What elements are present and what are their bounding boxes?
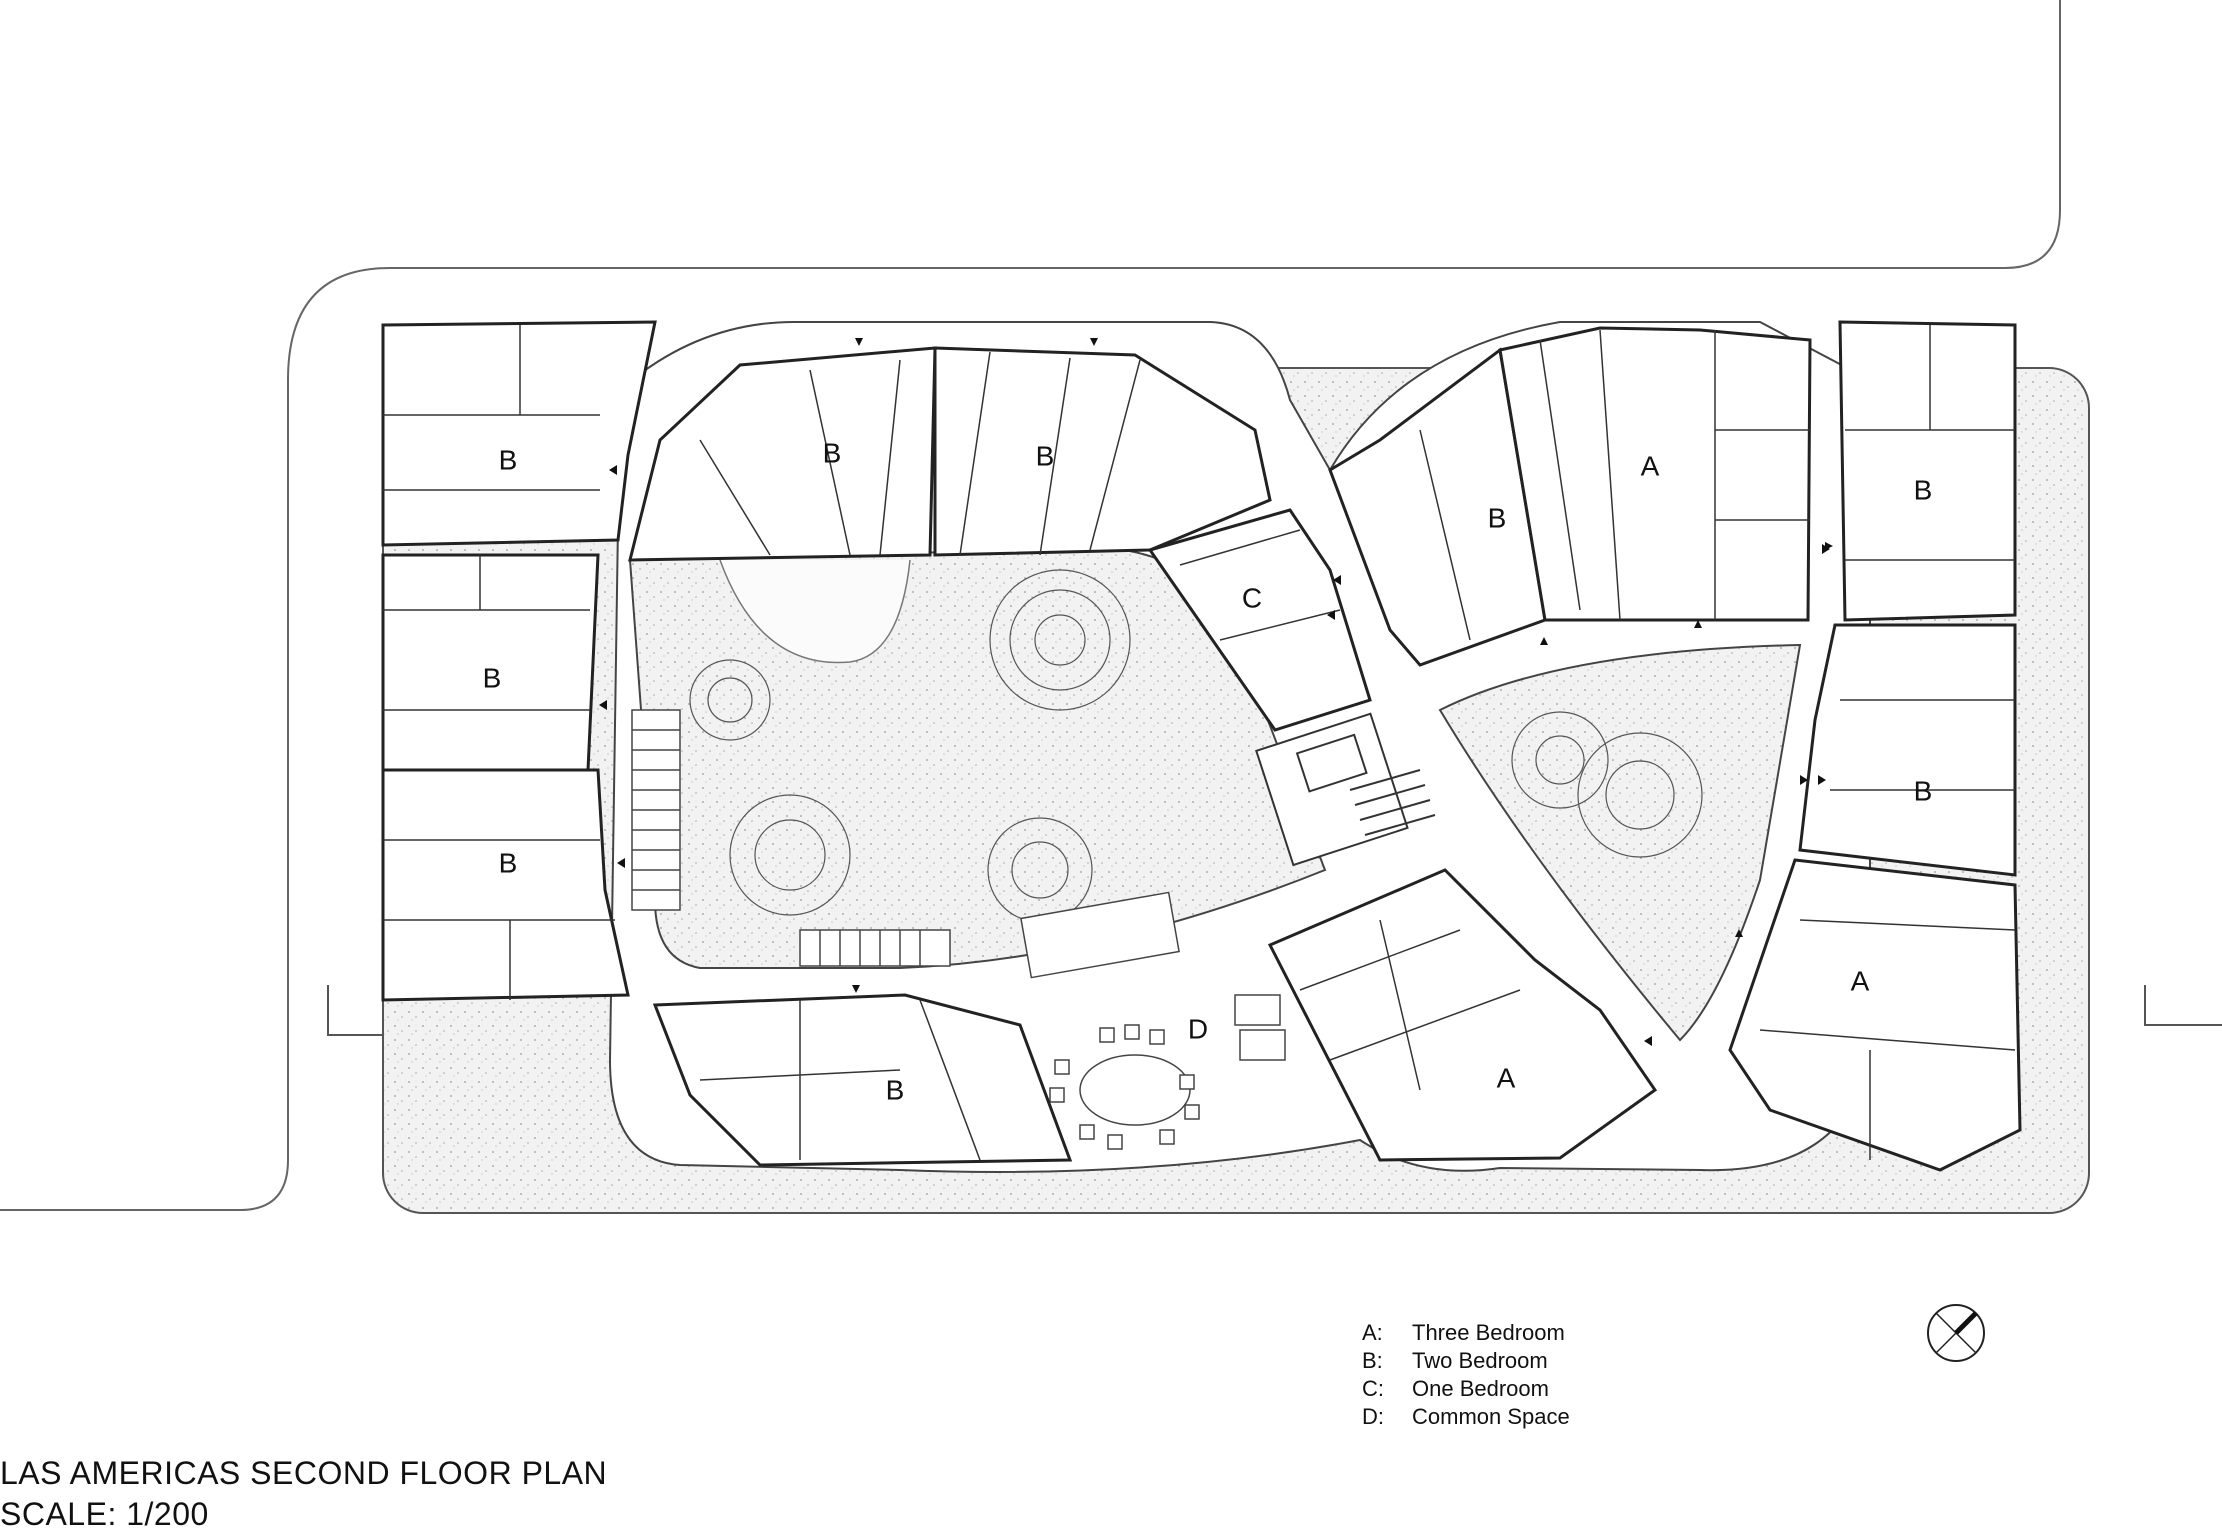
plan-title: LAS AMERICAS SECOND FLOOR PLAN <box>0 1455 608 1491</box>
legend-key: D: <box>1362 1404 1384 1429</box>
arrow-icon <box>599 338 1833 1046</box>
legend-text: One Bedroom <box>1412 1376 1549 1401</box>
legend-text: Common Space <box>1412 1404 1570 1429</box>
unit-label: B <box>1036 440 1055 471</box>
plan-scale: SCALE: 1/200 <box>0 1496 209 1532</box>
north-arrow-icon <box>1927 1304 1985 1362</box>
legend-text: Two Bedroom <box>1412 1348 1548 1373</box>
stair-bottom <box>799 891 1180 979</box>
unit-block-right-1 <box>1838 320 2017 622</box>
common-seating <box>1049 994 1286 1150</box>
unit-label: B <box>483 662 502 693</box>
unit-block-left-1 <box>381 320 657 547</box>
site-edge-left <box>327 985 383 1036</box>
courtyard-lawn-arc <box>719 559 911 664</box>
legend-text: Three Bedroom <box>1412 1320 1565 1345</box>
unit-label: B <box>1914 775 1933 806</box>
unit-block-c <box>1147 508 1372 732</box>
street-curb <box>0 0 2061 1211</box>
unit-label: B <box>823 437 842 468</box>
legend-key: C: <box>1362 1376 1384 1401</box>
unit-block-right-2 <box>1798 623 2017 877</box>
unit-block-top-right-a <box>1498 326 1812 622</box>
unit-label: A <box>1497 1062 1516 1093</box>
unit-block-top-2 <box>933 346 1272 557</box>
unit-label: B <box>499 444 518 475</box>
unit-block-top-1 <box>628 346 937 562</box>
legend-item: C: One Bedroom <box>1362 1376 1549 1402</box>
legend-key: A: <box>1362 1320 1383 1345</box>
unit-block-left-3 <box>381 768 630 1002</box>
stair-left <box>631 709 681 911</box>
unit-label: B <box>1914 474 1933 505</box>
legend-item: A: Three Bedroom <box>1362 1320 1565 1346</box>
unit-label: A <box>1851 965 1870 996</box>
unit-label: C <box>1242 582 1262 613</box>
unit-label: D <box>1188 1013 1208 1044</box>
unit-label: B <box>886 1074 905 1105</box>
unit-block-right-3 <box>1728 858 2022 1172</box>
legend-key: B: <box>1362 1348 1383 1373</box>
unit-label: B <box>1488 502 1507 533</box>
legend-item: D: Common Space <box>1362 1404 1570 1430</box>
site-edge-right <box>2144 985 2222 1026</box>
legend-item: B: Two Bedroom <box>1362 1348 1548 1374</box>
stair-core <box>1255 712 1436 867</box>
unit-label: A <box>1641 450 1660 481</box>
interior-walls <box>383 325 2016 1161</box>
right-courtyard <box>1438 643 1802 1042</box>
unit-label: B <box>499 847 518 878</box>
unit-block-bottom-a <box>1267 868 1658 1162</box>
